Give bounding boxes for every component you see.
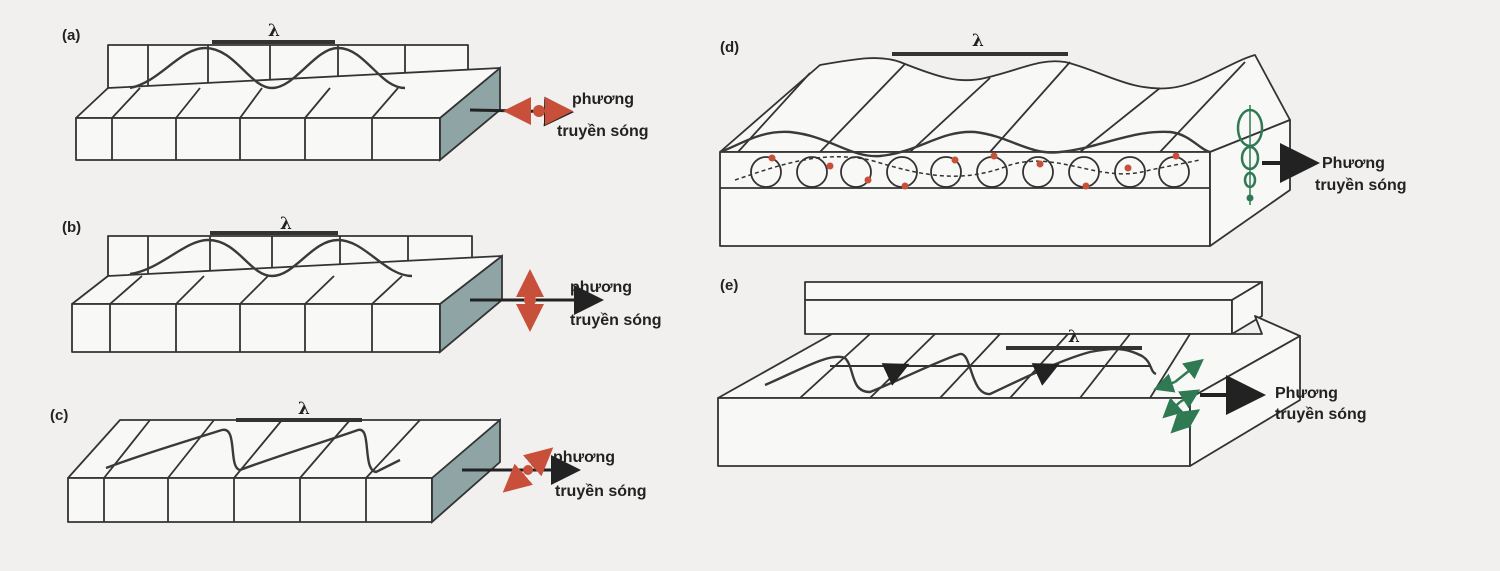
panel-c-label: (c): [50, 407, 68, 424]
panel-b-direction-line1: phương: [570, 279, 632, 296]
panel-e-lambda: λ: [1068, 327, 1080, 347]
panel-b-label: (b): [62, 219, 81, 236]
panel-a-wave: [129, 46, 406, 90]
panel-a-front: [75, 117, 441, 161]
panel-c-lambda: λ: [298, 399, 310, 419]
panel-c-direction-line1: phương: [553, 449, 615, 466]
panel-c-direction-line2: truyền sóng: [555, 483, 647, 500]
panel-b-lambda: λ: [280, 214, 292, 234]
panel-e-upper-front: [804, 299, 1233, 335]
panel-d-depth-orbits: [1236, 105, 1264, 205]
panel-e-wave: [764, 347, 1157, 396]
panel-b-direction-line2: truyền sóng: [570, 312, 662, 329]
panel-a-particle-motion: [503, 97, 573, 125]
panel-d-direction-line1: Phương: [1322, 155, 1385, 172]
panel-e-direction-line2: truyền sóng: [1275, 406, 1367, 423]
panel-a-direction-line1: phương: [572, 91, 634, 108]
panel-c-wave: [105, 428, 401, 474]
panel-c-particle-motion: [502, 447, 554, 493]
panel-e: (e) λ Phương truyền s: [717, 277, 1367, 467]
panel-d: (d): [719, 31, 1407, 247]
panel-b: (b) λ phương truyền sóng: [62, 214, 662, 354]
panel-a-direction-line2: truyền sóng: [557, 123, 649, 140]
panel-e-particle-motion: [1153, 358, 1204, 434]
panel-e-label: (e): [720, 277, 738, 294]
panel-c: (c) λ phương truyền sóng: [50, 399, 647, 524]
panel-e-motion-arrows: [881, 363, 1060, 386]
panel-a-label: (a): [62, 27, 80, 44]
panel-d-front-wave: [719, 130, 1211, 158]
panel-b-particle-motion: [516, 269, 544, 332]
panel-d-lambda: λ: [972, 31, 984, 51]
panel-a: (a) λ phương truyền: [62, 21, 649, 162]
panel-b-front: [71, 303, 441, 353]
panel-d-front: [719, 151, 1211, 247]
panel-e-direction-line1: Phương: [1275, 385, 1338, 402]
panel-c-top: [67, 419, 501, 479]
panel-e-upper-side: [1231, 281, 1263, 335]
panel-d-particle-orbits: [734, 152, 1201, 190]
panel-e-lower-front: [717, 397, 1191, 467]
panel-b-wave: [129, 238, 413, 278]
panel-c-front: [67, 477, 433, 523]
panel-d-direction-line2: truyền sóng: [1315, 177, 1407, 194]
panel-a-lambda: λ: [268, 21, 280, 41]
panel-e-upper-top: [804, 281, 1263, 301]
panel-d-label: (d): [720, 39, 739, 56]
panel-d-top: [719, 54, 1291, 153]
